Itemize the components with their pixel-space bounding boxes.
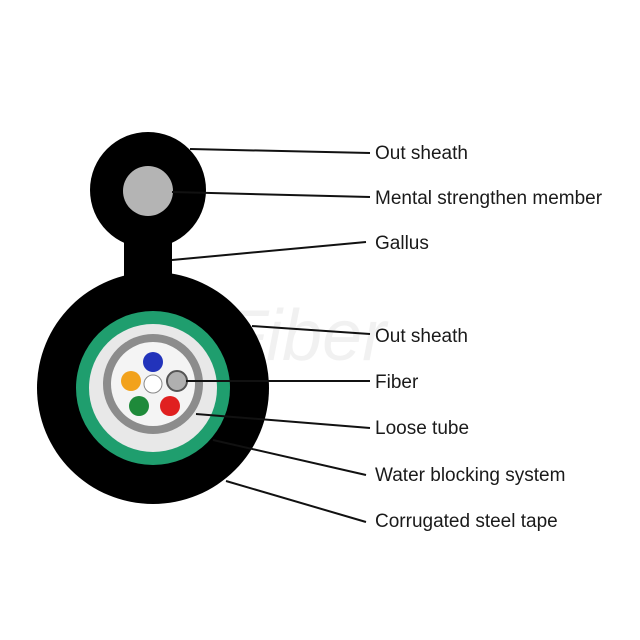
leader-out-sheath-main xyxy=(251,325,371,335)
leader-loose-tube xyxy=(195,413,371,429)
main-cable xyxy=(37,272,269,504)
label-metal-strengthen-member: Mental strengthen member xyxy=(375,188,603,209)
fiber-red xyxy=(160,396,180,416)
leader-water-blocking xyxy=(212,439,367,476)
label-gallus: Gallus xyxy=(375,233,429,254)
fiber-white xyxy=(143,374,163,394)
fiber-grey xyxy=(166,370,188,392)
leader-out-sheath-top xyxy=(189,148,371,154)
leader-steel-tape xyxy=(225,480,367,523)
label-corrugated-steel-tape: Corrugated steel tape xyxy=(375,511,558,532)
metal-strengthen-member xyxy=(123,166,173,216)
fiber-orange xyxy=(121,371,141,391)
fiber-blue xyxy=(143,352,163,372)
label-out-sheath-main: Out sheath xyxy=(375,326,468,347)
messenger-wire xyxy=(90,132,206,248)
leader-metal-member xyxy=(171,191,371,198)
label-loose-tube: Loose tube xyxy=(375,418,469,439)
label-water-blocking-system: Water blocking system xyxy=(375,465,565,486)
fiber-green xyxy=(129,396,149,416)
label-fiber: Fiber xyxy=(375,372,419,393)
leader-gallus xyxy=(171,241,367,261)
label-out-sheath-top: Out sheath xyxy=(375,143,468,164)
